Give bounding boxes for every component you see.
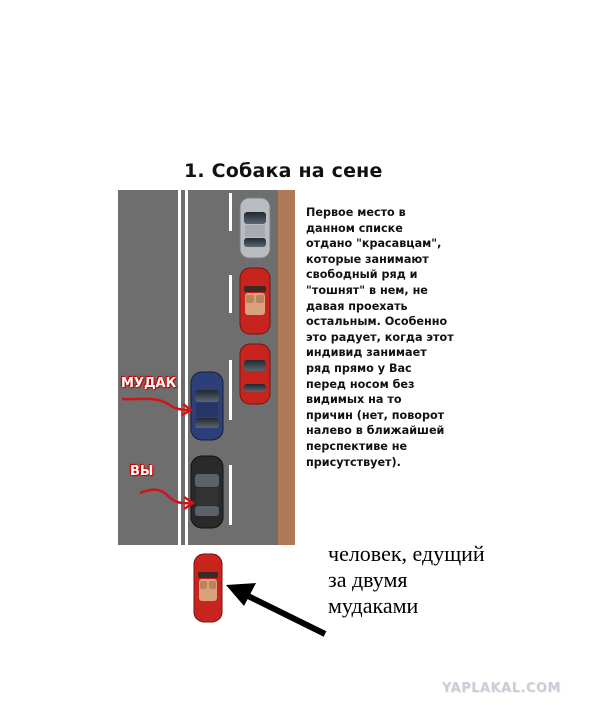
annotation-line: за двумя xyxy=(328,567,408,592)
label-mudak: МУДАК xyxy=(121,376,177,391)
curb xyxy=(278,190,295,545)
red-convertible-below xyxy=(193,553,223,623)
description-line: видимых на то xyxy=(306,393,402,407)
description-line: Первое место в xyxy=(306,206,406,219)
annotation-line: человек, едущий xyxy=(328,541,485,566)
description-line: присутствует). xyxy=(306,455,401,469)
annotation-text: человек, едущий за двумя мудаками xyxy=(328,541,528,619)
red-arrow-mudak xyxy=(121,397,191,412)
double-solid-line xyxy=(178,190,181,545)
description-line: "тошнят" в нем, не xyxy=(306,283,428,297)
dashed-lane-line xyxy=(229,193,232,525)
watermark: YAPLAKAL.COM xyxy=(442,681,561,696)
description-text: Первое место в данном списке отдано "кра… xyxy=(306,205,476,470)
description-line: свободный ряд и xyxy=(306,268,418,282)
page-title: 1. Собака на сене xyxy=(184,160,383,182)
description-line: перспективе не xyxy=(306,439,408,453)
red-car xyxy=(239,343,271,405)
description-line: ряд прямо у Вас xyxy=(306,361,412,375)
silver-car xyxy=(239,197,271,259)
description-line: остальным. Особенно xyxy=(306,315,448,329)
blue-car xyxy=(190,371,224,441)
description-line: давая проехать xyxy=(306,299,408,313)
red-convertible-car xyxy=(239,267,271,335)
annotation-line: мудаками xyxy=(328,593,419,618)
description-line: перед носом без xyxy=(306,377,415,391)
description-line: индивид занимает xyxy=(306,346,427,360)
description-line: налево в ближайшей xyxy=(306,424,445,438)
description-line: данном списке xyxy=(306,221,403,235)
description-line: отдано "красавцам", xyxy=(306,237,442,251)
black-arrow xyxy=(242,591,327,637)
description-line: это радует, когда этот xyxy=(306,330,454,344)
label-vy: ВЫ xyxy=(130,464,154,479)
red-arrow-vy xyxy=(139,488,193,505)
description-line: которые занимают xyxy=(306,252,429,266)
black-car xyxy=(190,455,224,529)
description-line: причин (нет, поворот xyxy=(306,408,445,422)
